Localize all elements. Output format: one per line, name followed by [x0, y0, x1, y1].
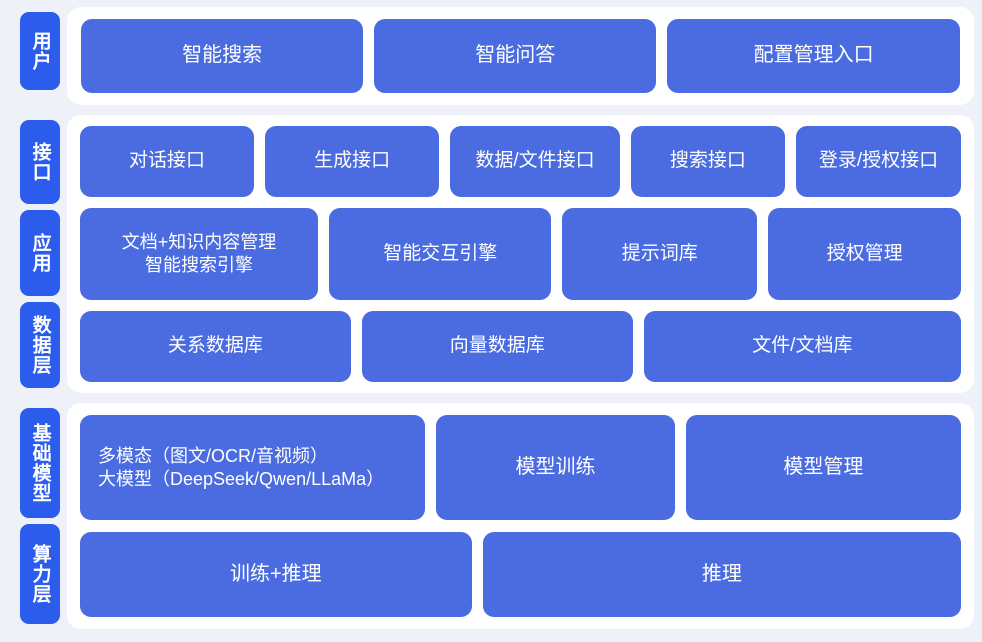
- box-search-interface[interactable]: 搜索接口: [630, 126, 786, 197]
- box-relational-database[interactable]: 关系数据库: [80, 311, 351, 382]
- application-row: 文档+知识内容管理 智能搜索引擎 智能交互引擎 提示词库 授权管理: [80, 207, 961, 301]
- compute-row: 训练+推理 推理: [80, 532, 961, 617]
- base-tab-column: 基础模型 算力层: [8, 403, 60, 629]
- box-model-training[interactable]: 模型训练: [436, 415, 675, 521]
- box-dialog-interface[interactable]: 对话接口: [80, 126, 255, 197]
- box-login-auth-interface[interactable]: 登录/授权接口: [796, 126, 961, 197]
- box-generation-interface[interactable]: 生成接口: [265, 126, 440, 197]
- box-prompt-library[interactable]: 提示词库: [562, 207, 758, 301]
- layer-tab-user[interactable]: 用户: [20, 12, 60, 90]
- base-card: 多模态（图文/OCR/音视频） 大模型（DeepSeek/Qwen/LLaMa）…: [67, 403, 974, 629]
- box-authorization-management[interactable]: 授权管理: [768, 207, 961, 301]
- layer-tab-application[interactable]: 应用: [20, 210, 60, 297]
- user-panel: 用户 智能搜索 智能问答 配置管理入口: [8, 7, 974, 105]
- box-doc-knowledge-management[interactable]: 文档+知识内容管理 智能搜索引擎: [80, 207, 319, 301]
- layer-tab-interface[interactable]: 接口: [20, 120, 60, 205]
- middle-card: 对话接口 生成接口 数据/文件接口 搜索接口 登录/授权接口 文档+知识内容管理…: [67, 115, 974, 393]
- middle-panel: 接口 应用 数据层 对话接口 生成接口 数据/文件接口 搜索接口 登录/授权接口…: [8, 115, 974, 393]
- model-row: 多模态（图文/OCR/音视频） 大模型（DeepSeek/Qwen/LLaMa）…: [80, 415, 961, 521]
- user-row: 智能搜索 智能问答 配置管理入口: [81, 19, 960, 93]
- box-multimodal-large-model[interactable]: 多模态（图文/OCR/音视频） 大模型（DeepSeek/Qwen/LLaMa）: [80, 415, 426, 521]
- interface-row: 对话接口 生成接口 数据/文件接口 搜索接口 登录/授权接口: [80, 126, 961, 197]
- layer-tab-foundation-model[interactable]: 基础模型: [20, 408, 60, 518]
- layer-tab-compute[interactable]: 算力层: [20, 523, 60, 624]
- layer-tab-data[interactable]: 数据层: [20, 302, 60, 388]
- user-card: 智能搜索 智能问答 配置管理入口: [67, 7, 974, 105]
- middle-tab-column: 接口 应用 数据层: [8, 115, 60, 393]
- base-panel: 基础模型 算力层 多模态（图文/OCR/音视频） 大模型（DeepSeek/Qw…: [8, 403, 974, 629]
- box-model-management[interactable]: 模型管理: [685, 415, 961, 521]
- user-tab-column: 用户: [8, 7, 60, 105]
- box-inference[interactable]: 推理: [482, 532, 961, 617]
- box-smart-interaction-engine[interactable]: 智能交互引擎: [329, 207, 552, 301]
- data-row: 关系数据库 向量数据库 文件/文档库: [80, 311, 962, 382]
- box-data-file-interface[interactable]: 数据/文件接口: [450, 126, 620, 197]
- box-smart-qa[interactable]: 智能问答: [374, 19, 657, 93]
- box-smart-search[interactable]: 智能搜索: [81, 19, 364, 93]
- box-training-inference[interactable]: 训练+推理: [80, 532, 472, 617]
- box-vector-database[interactable]: 向量数据库: [361, 311, 633, 382]
- box-file-document-repository[interactable]: 文件/文档库: [643, 311, 962, 382]
- box-config-management-entry[interactable]: 配置管理入口: [667, 19, 960, 93]
